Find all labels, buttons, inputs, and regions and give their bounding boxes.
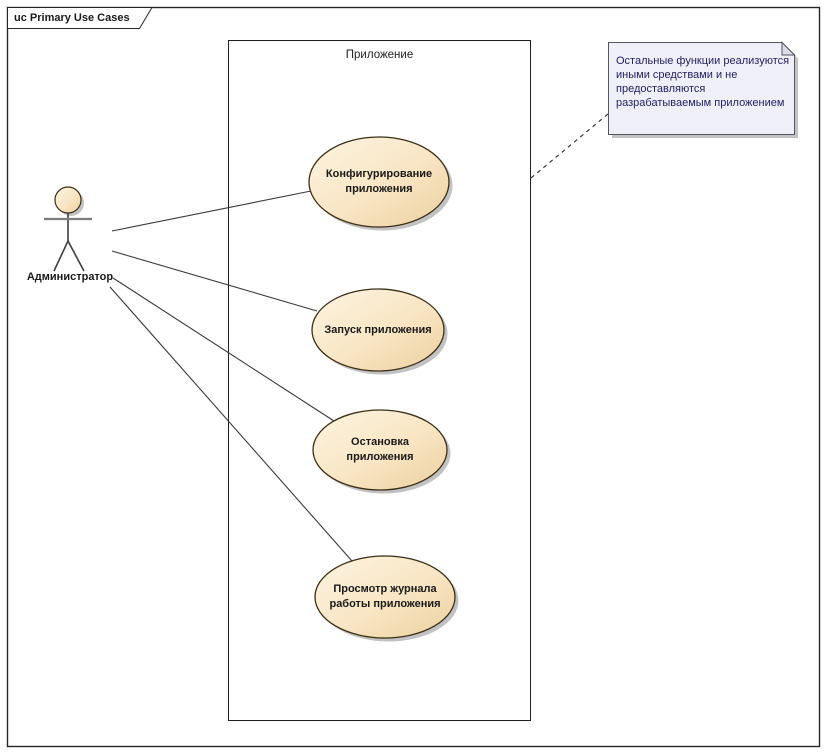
usecase-label-line: Конфигурирование bbox=[325, 168, 433, 180]
note-text-line: разрабатываемым приложением bbox=[616, 97, 785, 109]
usecase-viewlog-app[interactable] bbox=[314, 555, 456, 639]
association-configure[interactable] bbox=[111, 190, 312, 232]
boundary-label: Приложение bbox=[345, 49, 414, 61]
usecase-configure-app[interactable] bbox=[308, 136, 450, 228]
diagram-frame bbox=[6, 6, 821, 748]
note-shape[interactable] bbox=[608, 42, 795, 135]
note-text-line: иными средствами и не bbox=[616, 69, 738, 81]
note-fold-corner-icon bbox=[781, 41, 796, 56]
usecase-viewlog-label: Просмотр журнала работы приложения bbox=[315, 562, 455, 632]
association-start[interactable] bbox=[111, 250, 318, 312]
note-text: Остальные функции реализуются иными сред… bbox=[616, 54, 790, 110]
actor-administrator-figure[interactable] bbox=[44, 186, 92, 272]
actor-label: Администратор bbox=[26, 271, 114, 283]
actor-left-leg bbox=[53, 240, 69, 272]
usecase-stop-app[interactable] bbox=[312, 409, 448, 491]
usecase-label-line: Запуск приложения bbox=[324, 323, 432, 336]
note-text-line: Остальные функции реализуются bbox=[616, 55, 790, 67]
usecase-label-line: работы приложения bbox=[329, 598, 441, 610]
frame-title: uc Primary Use Cases bbox=[14, 12, 130, 24]
usecase-label-line: Просмотр журнала bbox=[333, 583, 437, 595]
association-stop[interactable] bbox=[112, 277, 335, 422]
note-link-dashed[interactable] bbox=[530, 113, 609, 179]
usecase-start-label: Запуск приложения bbox=[312, 305, 444, 355]
usecase-start-app[interactable] bbox=[311, 288, 445, 372]
usecase-label-line: приложения bbox=[345, 183, 413, 195]
usecase-label-line: приложения bbox=[346, 451, 414, 463]
actor-head bbox=[54, 186, 82, 214]
association-viewlog[interactable] bbox=[109, 286, 353, 562]
actor-right-leg bbox=[67, 240, 85, 272]
usecase-configure-label: Конфигурирование приложения bbox=[314, 147, 444, 217]
usecase-label-line: Остановка bbox=[351, 436, 409, 448]
note-text-line: предоставляются bbox=[616, 83, 706, 95]
frame-title-tab bbox=[7, 7, 153, 29]
usecase-stop-label: Остановка приложения bbox=[313, 415, 447, 485]
